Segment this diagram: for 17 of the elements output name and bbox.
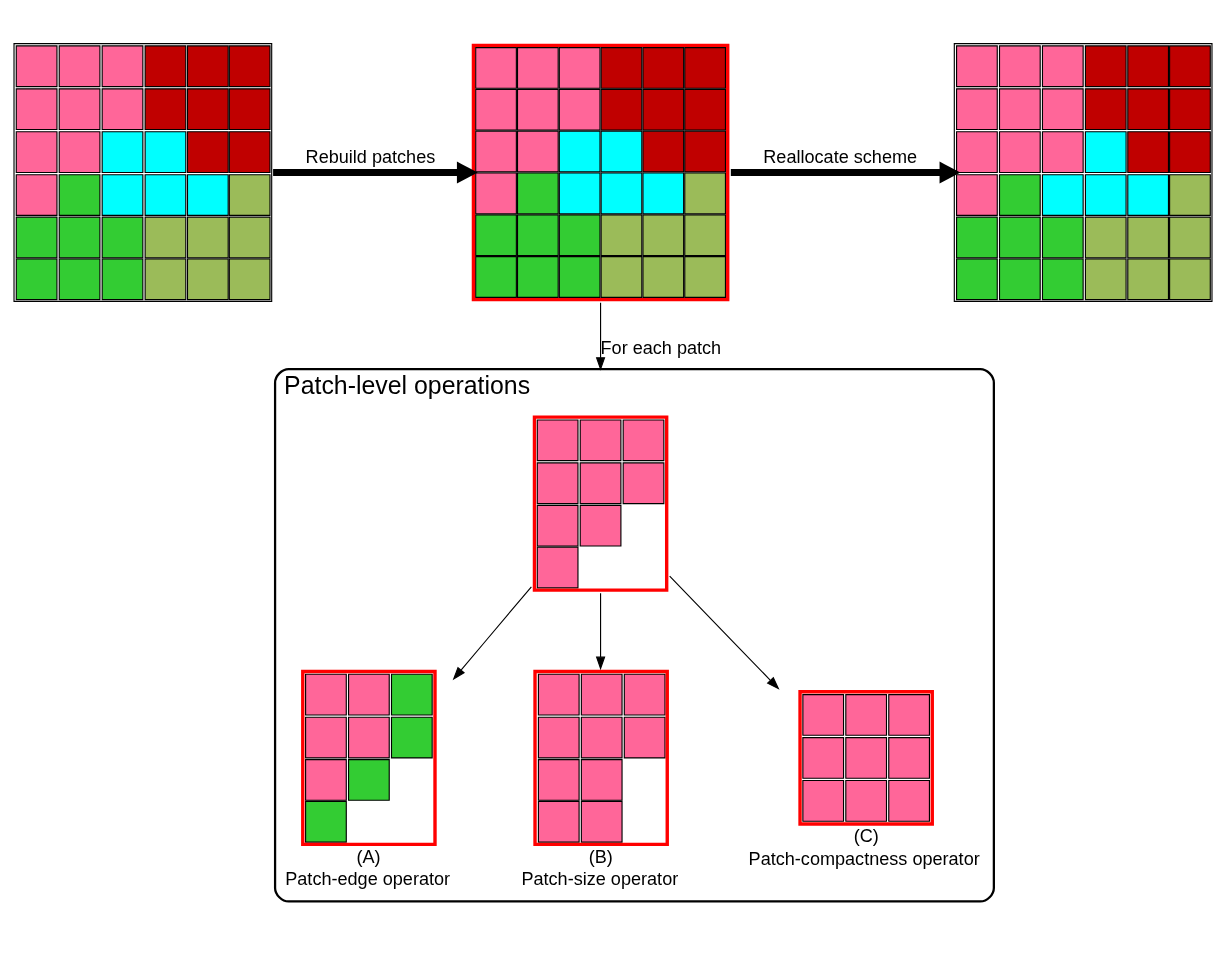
node-picture	[798, 690, 934, 826]
arrow	[452, 586, 532, 681]
edge-label: For each patch	[600, 338, 722, 359]
node-label: (C)	[853, 826, 879, 847]
arrow	[730, 161, 961, 184]
node-label: Patch-size operator	[521, 869, 679, 890]
node-picture	[471, 43, 730, 302]
arrow	[595, 302, 606, 371]
arrow	[595, 592, 606, 671]
edge-label: Rebuild patches	[305, 147, 436, 168]
node-picture	[301, 669, 437, 847]
node-label: Patch-compactness operator	[748, 849, 980, 870]
edge-label: Reallocate scheme	[763, 147, 918, 168]
arrow	[669, 575, 780, 690]
node-label: (A)	[356, 846, 381, 867]
node-label: Patch-edge operator	[285, 869, 451, 890]
node-label: (B)	[588, 846, 613, 867]
